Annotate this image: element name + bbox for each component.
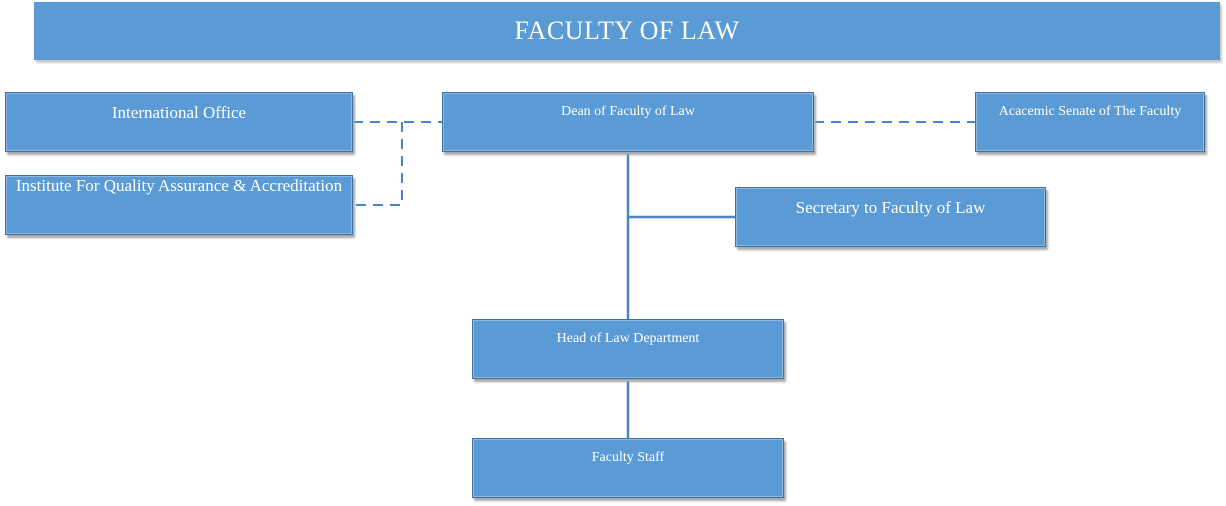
node-academic-senate-label: Acacemic Senate of The Faculty xyxy=(998,104,1182,119)
page-title: FACULTY OF LAW xyxy=(34,2,1220,60)
connector-dean-institute xyxy=(353,122,403,206)
node-international-office: International Office xyxy=(5,92,353,152)
node-institute-quality-assurance: Institute For Quality Assurance & Accred… xyxy=(5,175,353,235)
node-dean: Dean of Faculty of Law xyxy=(442,92,814,152)
node-secretary: Secretary to Faculty of Law xyxy=(735,187,1046,247)
node-academic-senate: Acacemic Senate of The Faculty xyxy=(975,92,1205,152)
node-international-office-label: International Office xyxy=(111,103,247,122)
page-title-text: FACULTY OF LAW xyxy=(514,16,740,45)
node-faculty-staff: Faculty Staff xyxy=(472,438,784,498)
node-secretary-label: Secretary to Faculty of Law xyxy=(795,198,986,217)
node-dean-label: Dean of Faculty of Law xyxy=(561,104,695,119)
node-head-of-department-label: Head of Law Department xyxy=(556,331,700,346)
node-faculty-staff-label: Faculty Staff xyxy=(591,450,665,465)
node-head-of-department: Head of Law Department xyxy=(472,319,784,379)
node-institute-quality-assurance-label: Institute For Quality Assurance & Accred… xyxy=(15,176,343,195)
